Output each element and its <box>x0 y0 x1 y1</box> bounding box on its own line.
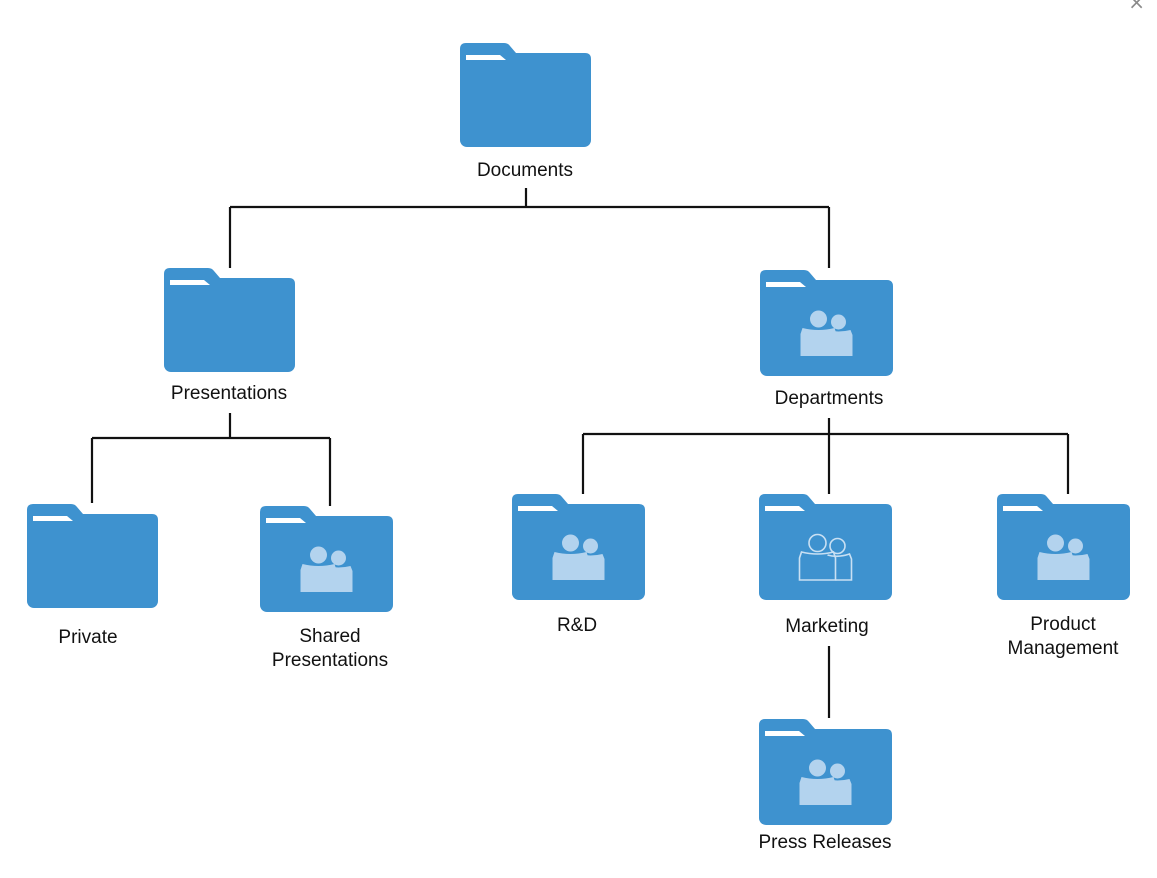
folder-paper-stripe <box>518 506 558 511</box>
folder-paper-stripe <box>1003 506 1043 511</box>
folder-paper-stripe <box>765 731 805 736</box>
shared-folder-outline-icon <box>759 494 892 600</box>
label-text: Documents <box>476 160 574 181</box>
folder-paper-stripe <box>266 518 306 523</box>
label-line-1: Shared <box>299 626 361 647</box>
shared-folder-icon <box>759 719 892 825</box>
folder-body <box>759 512 892 600</box>
label-text: Press Releases <box>758 832 892 853</box>
shared-folder-icon <box>260 506 393 612</box>
folder-body <box>460 61 591 147</box>
label-shared-presentations: Shared Presentations <box>220 625 440 673</box>
label-departments: Departments <box>719 387 939 411</box>
label-private: Private <box>0 626 198 650</box>
folder-marketing[interactable] <box>759 494 892 600</box>
folder-private[interactable] <box>27 504 158 608</box>
label-rnd: R&D <box>467 614 687 638</box>
folder-documents[interactable] <box>460 43 591 147</box>
label-product-management: Product Management <box>953 613 1157 661</box>
folder-body <box>27 522 158 608</box>
label-presentations: Presentations <box>119 382 339 406</box>
folder-press-releases[interactable] <box>759 719 892 825</box>
folder-paper-stripe <box>766 282 806 287</box>
label-marketing: Marketing <box>717 615 937 639</box>
folder-icon <box>164 268 295 372</box>
folder-shared-presentations[interactable] <box>260 506 393 612</box>
edge-departments-children <box>581 418 1070 494</box>
close-icon[interactable]: × <box>1128 0 1145 14</box>
label-line-2: Presentations <box>271 650 389 671</box>
folder-icon <box>27 504 158 608</box>
folder-rnd[interactable] <box>512 494 645 600</box>
label-text: Departments <box>774 388 884 409</box>
folder-body <box>164 286 295 372</box>
folder-icon <box>460 43 591 147</box>
label-press-releases: Press Releases <box>715 831 935 855</box>
folder-paper-stripe <box>765 506 805 511</box>
folder-presentations[interactable] <box>164 268 295 372</box>
folder-paper-stripe <box>466 55 506 60</box>
label-line-2: Management <box>1007 638 1119 659</box>
connectors <box>90 188 1070 718</box>
label-text: Marketing <box>785 616 869 637</box>
label-text: Private <box>58 627 118 648</box>
folder-departments[interactable] <box>760 270 893 376</box>
label-documents: Documents <box>415 159 635 183</box>
folder-paper-stripe <box>33 516 73 521</box>
edge-documents-children <box>228 188 831 268</box>
label-text: R&D <box>556 615 598 636</box>
shared-folder-icon <box>997 494 1130 600</box>
folder-product-management[interactable] <box>997 494 1130 600</box>
label-text: Presentations <box>170 383 288 404</box>
shared-folder-icon <box>512 494 645 600</box>
label-line-1: Product <box>1030 614 1096 635</box>
edge-presentations-children <box>90 413 332 506</box>
folder-paper-stripe <box>170 280 210 285</box>
shared-folder-icon <box>760 270 893 376</box>
